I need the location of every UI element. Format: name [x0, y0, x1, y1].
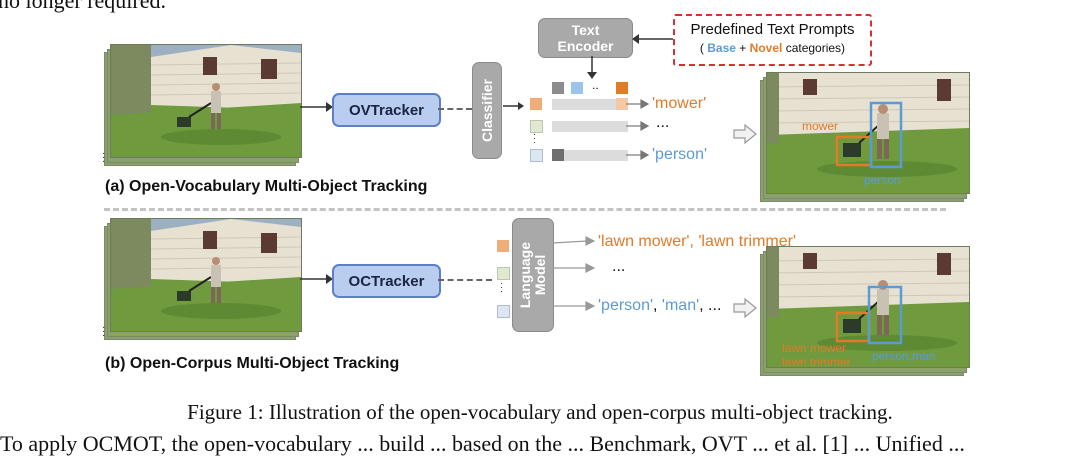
language-model-box: Language Model: [512, 218, 554, 332]
score-bar-2: [552, 121, 628, 132]
label-person-man: 'person', 'man', ...: [598, 297, 722, 314]
prompts-subtitle: ( Base + Novel categories): [699, 41, 846, 55]
score-hi-1: [616, 98, 628, 110]
embed-orange: [616, 82, 628, 94]
arrow-prompts-to-encoder: [632, 34, 674, 44]
det-label-person-man: person,man: [872, 349, 936, 363]
embed-blue: [571, 82, 583, 94]
embed-gray: [552, 82, 564, 94]
output-frames-a: mower person: [760, 72, 970, 202]
classifier-box: Classifier: [472, 62, 502, 159]
stack-dots-a: ···: [102, 148, 106, 167]
predefined-prompts-box: Predefined Text Prompts ( Base + Novel c…: [673, 14, 872, 66]
result-photo-b: [766, 246, 970, 368]
query-blue: [530, 149, 543, 162]
input-frames-b: ···: [102, 218, 302, 341]
query-b-blue: [497, 305, 510, 318]
query-orange: [530, 98, 542, 110]
det-label-person: person: [864, 173, 901, 187]
panel-separator: [104, 208, 946, 211]
arrow-encoder-down: [587, 56, 597, 79]
lawn-photo-b: [110, 218, 302, 332]
hollow-arrow-a: [733, 124, 757, 144]
lawn-photo-a: [110, 44, 302, 158]
label-mower: 'mower': [652, 95, 707, 112]
query-green: [530, 120, 543, 133]
det-label-lawn-mower: lawn mower: [782, 341, 847, 355]
arrow-to-ovtracker: [300, 102, 333, 112]
label-ellipsis-a: ...: [656, 114, 670, 131]
hollow-arrow-b: [733, 298, 757, 318]
stack-dots-b: ···: [102, 322, 106, 341]
top-text: no longer required.: [0, 0, 166, 13]
prompts-title: Predefined Text Prompts: [690, 21, 855, 38]
figure-caption: Figure 1: Illustration of the open-vocab…: [187, 400, 893, 424]
arrows-to-labels-b: [553, 236, 595, 311]
dashed-link-b: [438, 279, 492, 281]
score-bar-1: [552, 99, 628, 110]
octracker-box: OCTracker: [332, 264, 441, 298]
ovtracker-box: OVTracker: [332, 93, 441, 127]
input-frames-a: ···: [102, 44, 302, 167]
label-person: 'person': [652, 146, 708, 163]
score-hi-3: [552, 149, 564, 161]
bottom-text: To apply OCMOT, the open-vocabulary ... …: [0, 431, 965, 456]
query-dots: ···: [533, 129, 536, 147]
det-label-mower: mower: [802, 119, 839, 133]
arrows-to-labels-a: [626, 98, 650, 161]
query-b-green: [497, 267, 510, 280]
det-label-lawn-trimmer: lawn trimmer: [782, 355, 851, 369]
score-bar-3: [552, 150, 628, 161]
result-photo-a: [766, 72, 970, 194]
embed-dots: ..: [592, 78, 599, 92]
query-b-orange: [497, 240, 509, 252]
dashed-link-a: [438, 108, 472, 110]
arrow-to-octracker: [300, 274, 333, 284]
label-ellipsis-b: ...: [612, 258, 626, 275]
text-encoder-box: Text Encoder: [538, 18, 633, 58]
label-lawn: 'lawn mower', 'lawn trimmer': [598, 233, 797, 250]
caption-a: (a) Open-Vocabulary Multi-Object Trackin…: [105, 178, 428, 195]
caption-b: (b) Open-Corpus Multi-Object Tracking: [105, 355, 400, 372]
output-frames-b: lawn mower lawn trimmer person,man: [760, 246, 970, 376]
query-b-dots: ···: [500, 278, 503, 296]
arrow-classifier-out: [503, 102, 524, 110]
